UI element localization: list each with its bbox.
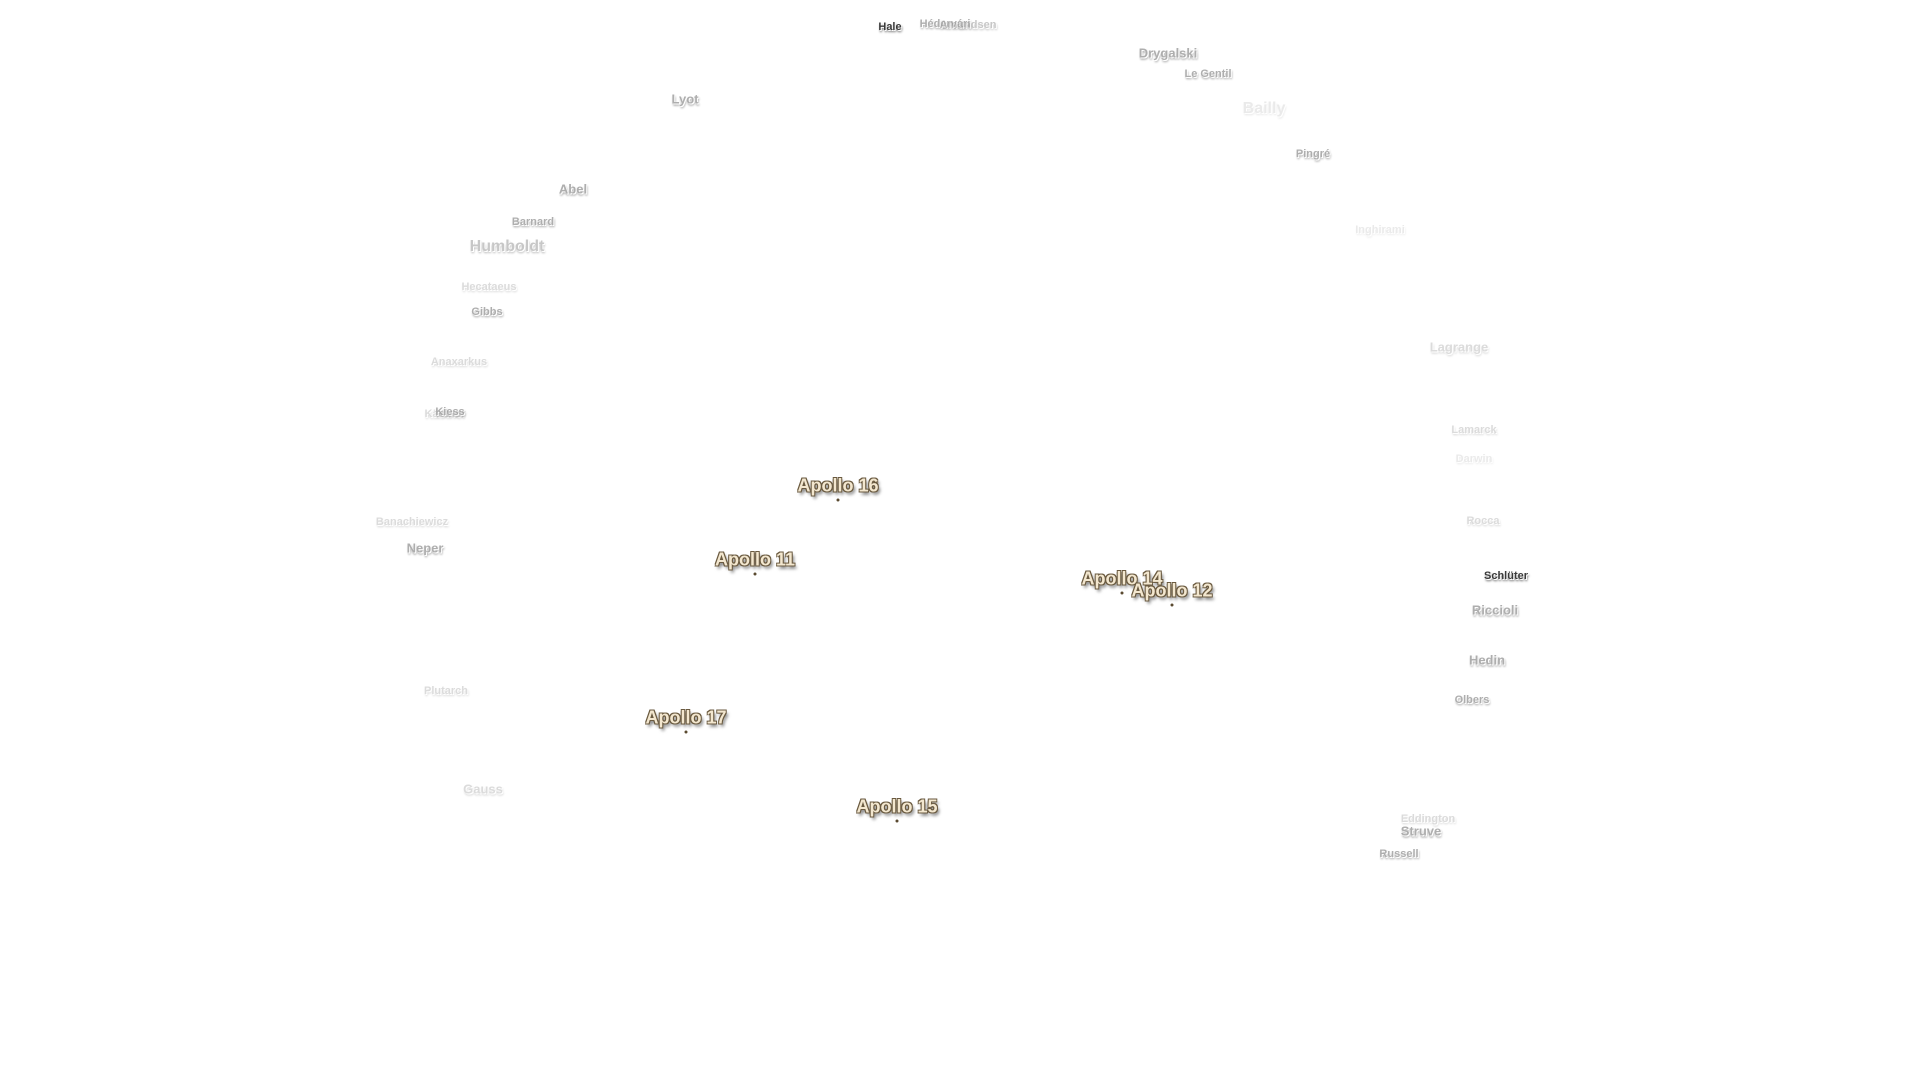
crater-label-abel: Abel [558,181,588,197]
crater-label-gibbs: Gibbs [471,306,503,318]
crater-label-neper: Neper [406,540,444,556]
crater-label-hedin: Hedin [1468,652,1506,668]
crater-label-pingre: Pingré [1295,148,1331,160]
apollo-17-site-marker[interactable] [684,730,688,734]
crater-label-inghirami: Inghirami [1355,224,1405,236]
crater-label-struve: Struve [1400,823,1442,839]
crater-label-bailly: Bailly [1242,100,1286,117]
apollo-11-label[interactable]: Apollo 11 [714,549,796,570]
crater-label-riccioli: Riccioli [1471,602,1519,618]
apollo-12-site-marker[interactable] [1170,603,1174,607]
crater-label-lagrange: Lagrange [1429,339,1489,355]
apollo-15-site-marker[interactable] [895,819,899,823]
crater-label-schluter: Schlüter [1483,570,1529,582]
crater-label-kastner: Kästner [424,408,466,420]
crater-label-lyot: Lyot [671,91,699,107]
crater-label-hedervari: Hédervári [919,18,971,30]
crater-label-gauss: Gauss [463,781,503,797]
crater-label-anaxarkus: Anaxarkus [430,356,488,368]
apollo-16-label[interactable]: Apollo 16 [797,475,879,496]
apollo-14-label[interactable]: Apollo 14 [1081,568,1163,589]
apollo-17-label[interactable]: Apollo 17 [645,707,727,728]
apollo-12-label[interactable]: Apollo 12 [1131,580,1213,601]
crater-label-plutarch: Plutarch [423,685,469,697]
crater-label-russell: Russell [1379,848,1419,860]
crater-label-rocca: Rocca [1466,515,1500,527]
crater-label-olbers: Olbers [1454,694,1490,706]
crater-label-hecataeus: Hecataeus [461,281,517,293]
crater-label-le-gentil: Le Gentil [1184,68,1232,80]
crater-label-kiess: Kiess [435,406,465,418]
apollo-14-site-marker[interactable] [1120,591,1124,595]
apollo-16-site-marker[interactable] [836,498,840,502]
apollo-11-site-marker[interactable] [753,572,757,576]
crater-label-eddington: Eddington [1400,813,1456,825]
crater-label-humboldt: Humboldt [469,238,545,255]
crater-label-amundsen: Amundsen [939,19,997,31]
crater-label-lamarck: Lamarck [1451,424,1497,436]
crater-label-darwin: Darwin [1455,453,1493,465]
apollo-15-label[interactable]: Apollo 15 [856,796,938,817]
crater-label-drygalski: Drygalski [1138,45,1198,61]
crater-label-banachiewicz: Banachiewicz [375,516,449,528]
crater-label-barnard: Barnard [511,216,555,228]
crater-label-hale: Hale [878,21,902,33]
